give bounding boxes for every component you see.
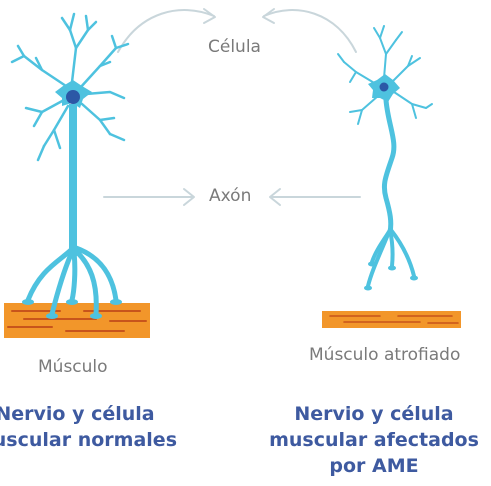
cell-arrow-right-head xyxy=(263,9,274,23)
normal-caption: Nervio y célula muscular normales xyxy=(0,401,240,453)
normal-neuron xyxy=(4,14,150,338)
sma-axon xyxy=(384,100,394,232)
normal-nucleus xyxy=(66,90,80,104)
sma-nucleus xyxy=(380,83,389,92)
sma-axon-terminals xyxy=(368,230,414,286)
sma-muscle xyxy=(322,311,461,328)
muscle-label: Músculo xyxy=(38,357,108,377)
sma-neuron xyxy=(322,26,461,328)
normal-caption-line-1: Nervio y célula xyxy=(0,401,240,427)
cell-label: Célula xyxy=(208,37,261,57)
sma-muscle-block xyxy=(322,311,461,328)
cell-arrow-right xyxy=(264,10,356,52)
cell-arrow-left-head xyxy=(204,9,215,23)
cell-arrow-left xyxy=(118,10,214,52)
axon-label: Axón xyxy=(209,186,251,206)
normal-muscle xyxy=(4,303,150,338)
sma-caption-line-2: muscular afectados xyxy=(266,427,482,453)
sma-caption-line-1: Nervio y célula xyxy=(266,401,482,427)
normal-caption-line-2: muscular normales xyxy=(0,427,240,453)
sma-caption-line-3: por AME xyxy=(266,453,482,479)
atrophied-muscle-label: Músculo atrofiado xyxy=(309,345,460,365)
normal-axon xyxy=(69,104,77,256)
sma-caption: Nervio y célula muscular afectados por A… xyxy=(266,401,482,479)
